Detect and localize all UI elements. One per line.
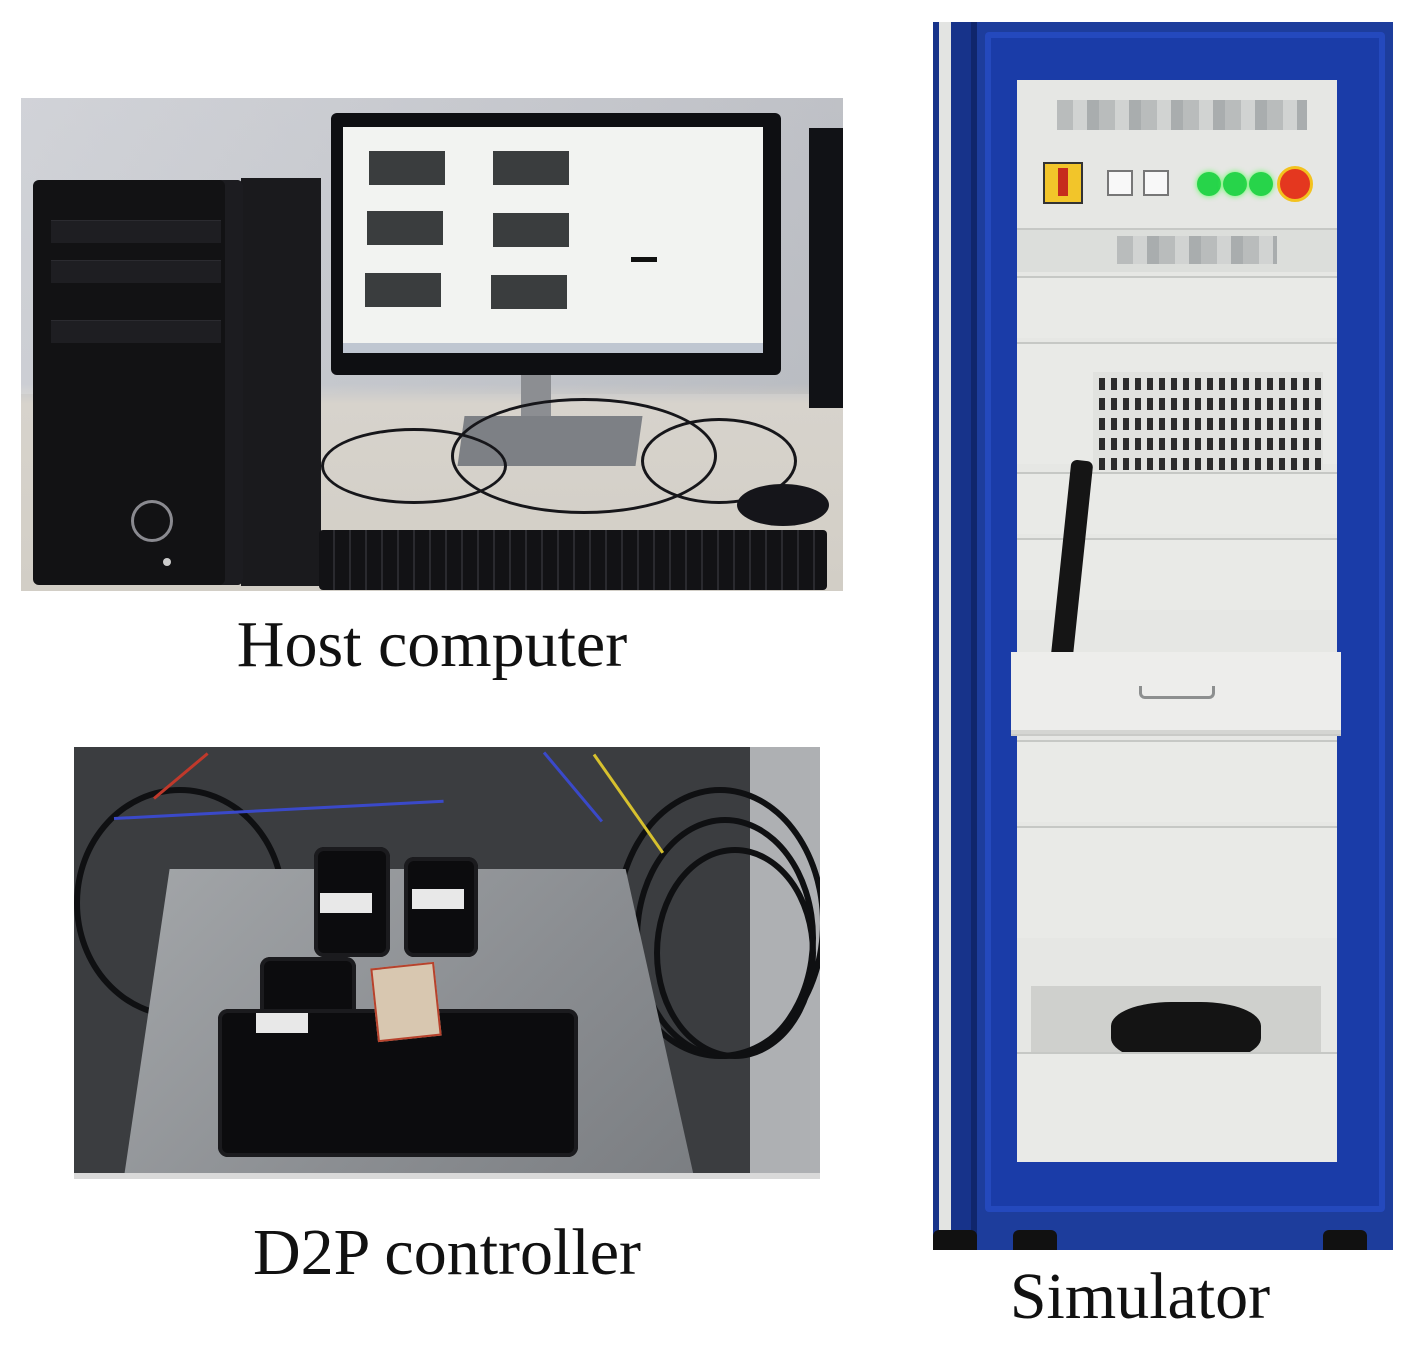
scope-plot	[365, 273, 441, 307]
rack-unit	[1017, 740, 1337, 822]
dell-logo	[131, 500, 173, 542]
pc-tower-side	[241, 178, 321, 586]
indicator-lamp	[1249, 172, 1273, 196]
emergency-stop	[1277, 166, 1313, 202]
cable-coil	[654, 847, 816, 1059]
power-led	[163, 558, 171, 566]
paper-tag	[370, 961, 442, 1043]
photo-edge	[74, 1173, 820, 1179]
scope-plot	[367, 211, 443, 245]
rack-interior	[1011, 80, 1341, 1162]
caption-host-computer: Host computer	[236, 608, 628, 681]
patch-panel-rows	[1093, 372, 1323, 470]
caption-d2p-controller: D2P controller	[253, 1216, 641, 1289]
monitor	[331, 113, 781, 375]
scope-plot	[493, 213, 569, 247]
indicator-lamp	[1223, 172, 1247, 196]
simulator-photo	[933, 22, 1393, 1250]
keyboard	[319, 530, 827, 590]
rack-unit	[1017, 228, 1337, 272]
d2p-controller-photo	[74, 747, 820, 1179]
rack-unit	[1017, 276, 1337, 338]
indicator-lamp	[1197, 172, 1221, 196]
connector-label	[412, 889, 464, 909]
screen-mark	[631, 257, 657, 262]
caster-wheel	[1323, 1230, 1367, 1250]
connector-label	[256, 1013, 308, 1033]
caption-simulator: Simulator	[1009, 1260, 1271, 1333]
drive-bay	[51, 260, 221, 283]
caster-wheel	[1013, 1230, 1057, 1250]
secondary-monitor	[809, 128, 843, 408]
rack-unit	[1017, 1052, 1337, 1162]
drawer-handle	[1139, 686, 1215, 699]
blue-wire	[542, 751, 603, 823]
scope-plot	[369, 151, 445, 185]
scope-plot	[491, 275, 567, 309]
yellow-wire	[592, 753, 665, 854]
caster-wheel	[933, 1230, 977, 1250]
rack-unit	[1017, 826, 1337, 938]
main-power-switch	[1043, 162, 1083, 204]
breaker	[1107, 170, 1133, 196]
host-computer-photo	[21, 98, 843, 591]
drawer	[1011, 652, 1341, 734]
adjacent-cabinet	[933, 22, 977, 1250]
drive-bay	[51, 220, 221, 243]
drive-bay	[51, 320, 221, 343]
pc-tower	[33, 180, 243, 585]
connector-label	[320, 893, 372, 913]
taskbar	[343, 343, 763, 353]
scope-plot	[493, 151, 569, 185]
cable	[641, 418, 797, 504]
monitor-screen	[343, 127, 763, 353]
rack-rail	[939, 22, 951, 1250]
breaker	[1143, 170, 1169, 196]
mouse	[737, 484, 829, 526]
blurred-label	[1057, 100, 1307, 130]
blurred-label	[1117, 236, 1277, 264]
